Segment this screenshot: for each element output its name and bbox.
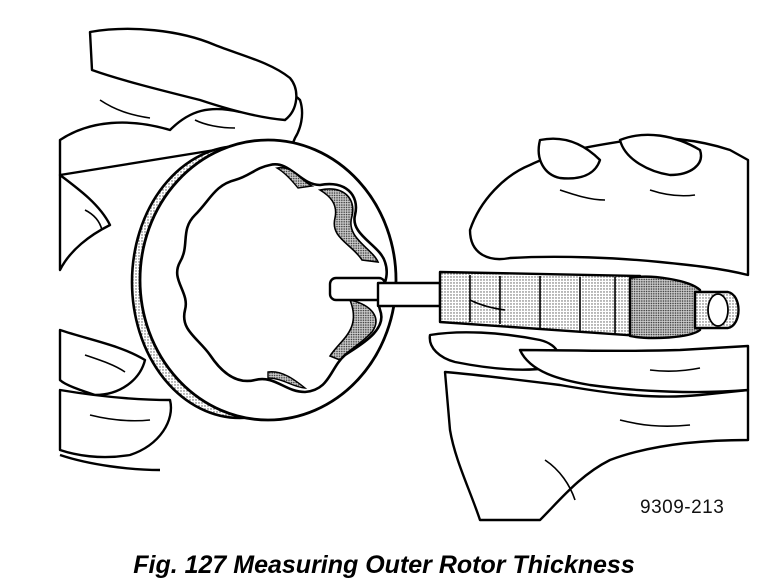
figure-reference-code: 9309-213 — [640, 497, 725, 518]
micrometer-spindle — [376, 281, 442, 308]
micrometer — [328, 270, 740, 340]
right-hand — [428, 133, 750, 522]
illustration — [58, 27, 750, 522]
figure-caption: Fig. 127 Measuring Outer Rotor Thickness — [133, 551, 635, 579]
micrometer-anvil — [328, 276, 387, 302]
outer-rotor — [130, 138, 398, 422]
micrometer-thimble — [628, 275, 702, 340]
